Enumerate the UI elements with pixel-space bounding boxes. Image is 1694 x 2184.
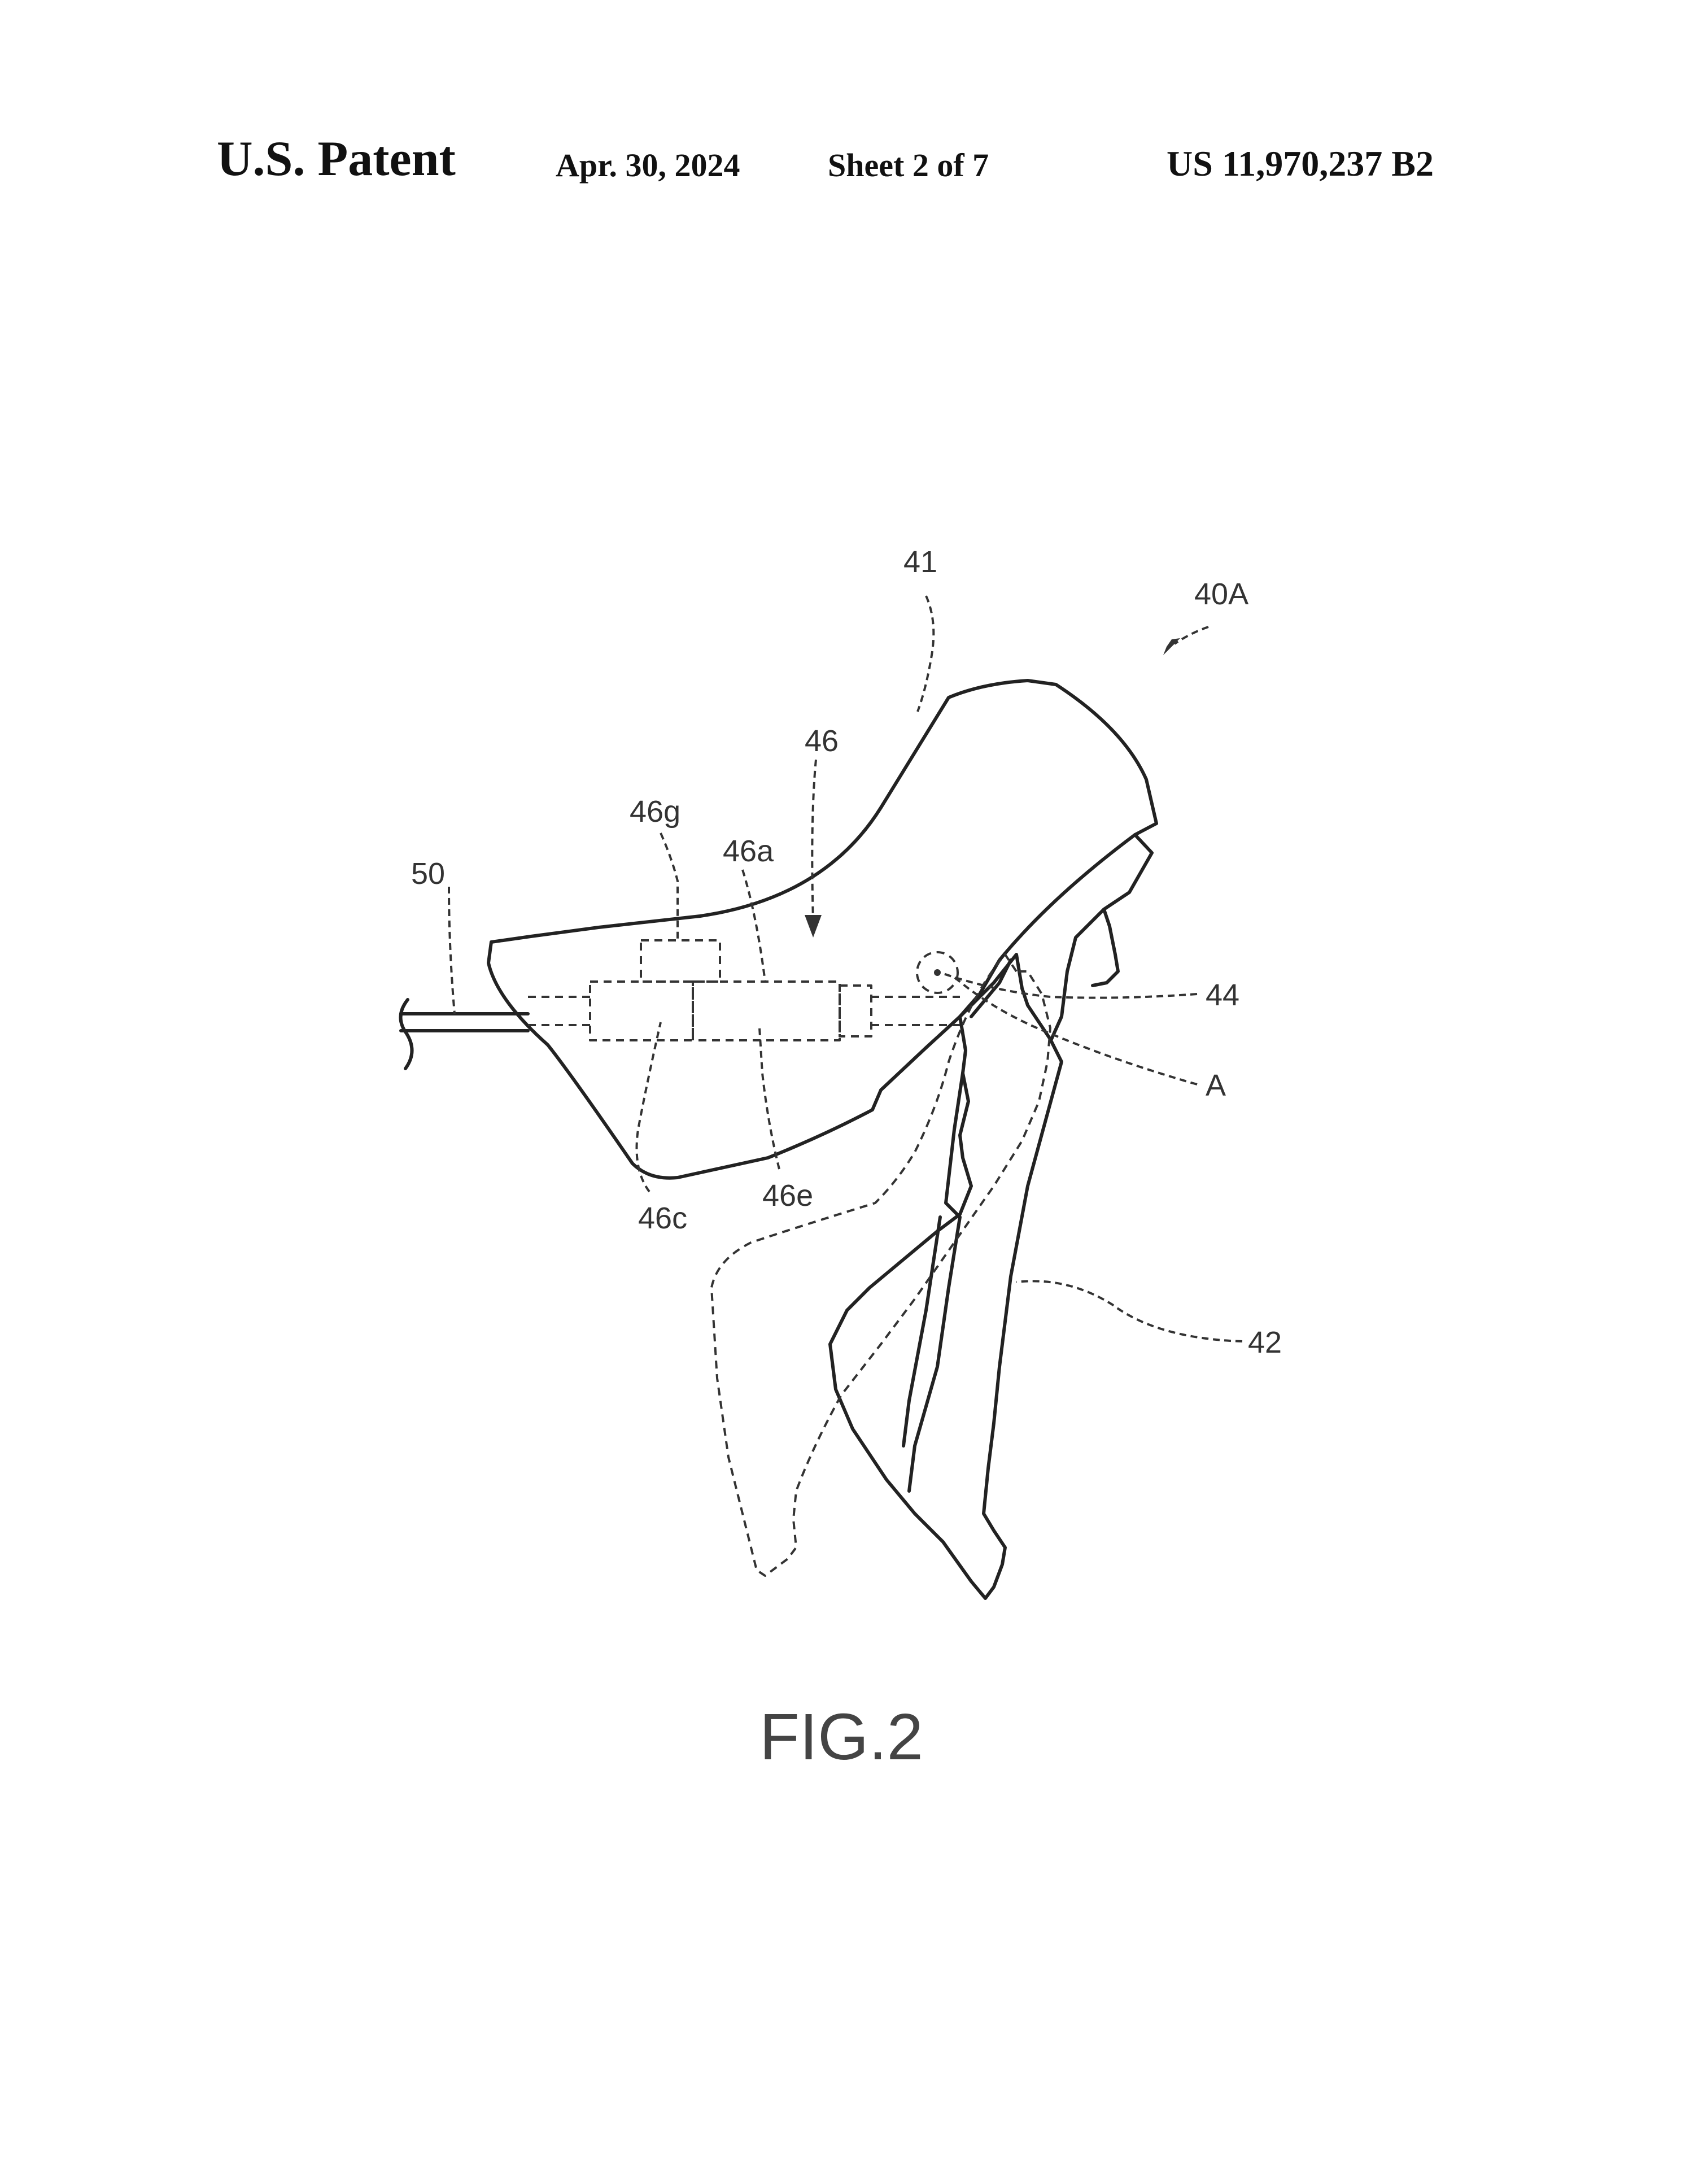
ref-46: 46 [805, 724, 839, 758]
leader-46 [811, 759, 817, 921]
leader-A [953, 976, 1198, 1086]
lever-ridge [902, 1215, 942, 1448]
patent-date: Apr. 30, 2024 [556, 147, 740, 184]
lever-operated-position [710, 953, 1051, 1577]
leader-50 [448, 886, 456, 1014]
ref-46g: 46g [630, 795, 680, 829]
leader-42 [1016, 1280, 1243, 1342]
ref-42: 42 [1248, 1326, 1282, 1359]
ref-44: 44 [1206, 978, 1239, 1012]
internal-assembly-46 [528, 939, 960, 1041]
ref-41: 41 [903, 545, 937, 579]
bracket-lower-lip [1091, 908, 1120, 987]
sheet-number: Sheet 2 of 7 [828, 147, 989, 184]
ref-40A: 40A [1194, 577, 1248, 611]
leader-46c [635, 1022, 662, 1193]
pivot-44 [916, 951, 959, 994]
ref-46c: 46c [638, 1201, 687, 1235]
cable-50 [399, 998, 530, 1070]
leader-46e [758, 1027, 780, 1170]
leader-46g [660, 832, 679, 940]
bracket-inner-edge [1050, 833, 1154, 1041]
arrow-40A-icon [1163, 638, 1180, 655]
ref-46e: 46e [762, 1179, 813, 1213]
leader-44 [940, 971, 1198, 999]
ref-46a: 46a [723, 834, 774, 868]
arrow-46-icon [805, 915, 822, 938]
lever-42 [828, 953, 1063, 1600]
bracket-body-41 [487, 679, 1158, 1180]
patent-title: U.S. Patent [217, 132, 456, 186]
figure-label: FIG.2 [759, 1700, 923, 1773]
leader-46a [741, 869, 766, 982]
leader-41 [916, 595, 935, 712]
ref-A: A [1206, 1069, 1226, 1102]
lever-spine [907, 1071, 964, 1493]
ref-50: 50 [411, 857, 445, 891]
patent-number: US 11,970,237 B2 [1167, 143, 1434, 184]
leader-40A [1173, 626, 1209, 645]
lever-inner-face [970, 958, 1012, 1018]
